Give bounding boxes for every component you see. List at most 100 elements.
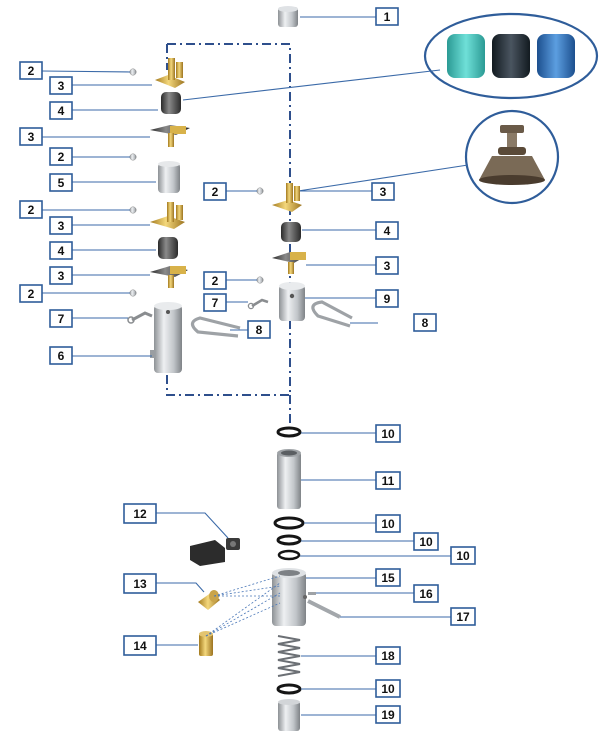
svg-text:8: 8 — [422, 316, 429, 330]
svg-text:2: 2 — [28, 287, 35, 301]
callout-3-c: 3 — [49, 216, 73, 235]
part-8-clip-b — [311, 300, 353, 328]
svg-text:6: 6 — [58, 349, 65, 363]
part-4-seal-b — [158, 237, 178, 259]
part-10-oring-e — [276, 683, 302, 695]
callout-14: 14 — [123, 635, 157, 656]
part-2-ball-c — [129, 206, 137, 214]
assembly-dash-outline — [166, 43, 291, 425]
callout-7-a: 7 — [49, 309, 73, 328]
part-2-ball-d — [129, 289, 137, 297]
callout-2-a: 2 — [19, 61, 43, 80]
part-3-valve-b — [150, 125, 190, 147]
callout-3-d: 3 — [49, 266, 73, 285]
svg-text:19: 19 — [381, 708, 395, 722]
callout-4-c: 4 — [375, 221, 399, 240]
part-2-ball-f — [256, 276, 264, 284]
part-6-housing — [150, 302, 182, 373]
callout-3-f: 3 — [375, 256, 399, 275]
callout-2-d: 2 — [19, 284, 43, 303]
svg-text:7: 7 — [212, 296, 219, 310]
svg-text:3: 3 — [28, 130, 35, 144]
callout-13: 13 — [123, 573, 157, 594]
part-8-clip-a — [190, 316, 241, 338]
svg-text:2: 2 — [212, 274, 219, 288]
part-14-fitting-b — [199, 631, 213, 656]
svg-text:15: 15 — [381, 571, 395, 585]
callout-4-a: 4 — [49, 101, 73, 120]
svg-text:12: 12 — [133, 507, 147, 521]
part-7-pin-b — [247, 298, 269, 310]
callout-11: 11 — [375, 471, 401, 490]
callout-1: 1 — [375, 7, 399, 26]
svg-text:9: 9 — [384, 292, 391, 306]
svg-text:2: 2 — [28, 203, 35, 217]
svg-text:13: 13 — [133, 577, 147, 591]
part-10-oring-b — [273, 516, 305, 530]
callout-8-b: 8 — [413, 313, 437, 332]
leader-seal-inset — [182, 69, 441, 101]
part-4-seal-c — [281, 222, 301, 242]
callout-10-d: 10 — [450, 546, 476, 565]
part-10-oring-d — [277, 549, 301, 561]
svg-text:2: 2 — [58, 150, 65, 164]
callout-17: 17 — [450, 607, 476, 626]
seal-color-options-icon — [423, 12, 599, 100]
svg-text:10: 10 — [381, 427, 395, 441]
svg-text:1: 1 — [384, 10, 391, 24]
svg-text:4: 4 — [384, 224, 391, 238]
part-9-valve-body — [279, 282, 305, 321]
part-15-pump-body — [272, 568, 307, 626]
callout-2-c: 2 — [19, 200, 43, 219]
svg-text:10: 10 — [381, 517, 395, 531]
part-10-oring-a — [276, 426, 302, 438]
part-1-cap — [278, 6, 298, 27]
part-7-pin-a — [127, 311, 153, 324]
svg-text:3: 3 — [58, 219, 65, 233]
part-10-oring-c — [276, 534, 302, 546]
part-11-sleeve — [277, 449, 301, 509]
svg-text:3: 3 — [384, 259, 391, 273]
part-3-valve-d — [150, 266, 188, 288]
leader-lines — [41, 16, 451, 716]
callout-7-b: 7 — [203, 293, 227, 312]
callout-3-e: 3 — [371, 182, 395, 201]
part-4-seal-a — [161, 92, 181, 114]
svg-text:10: 10 — [456, 549, 470, 563]
svg-text:7: 7 — [58, 312, 65, 326]
callout-10-e: 10 — [375, 679, 401, 698]
svg-text:8: 8 — [256, 323, 263, 337]
svg-text:17: 17 — [456, 610, 470, 624]
part-3-valve-f — [272, 252, 306, 274]
svg-text:3: 3 — [380, 185, 387, 199]
svg-text:2: 2 — [212, 185, 219, 199]
callout-3-b: 3 — [19, 127, 43, 146]
svg-text:18: 18 — [381, 649, 395, 663]
callout-19: 19 — [375, 705, 401, 724]
part-5-spacer — [158, 161, 180, 193]
svg-text:2: 2 — [28, 64, 35, 78]
part-12-bracket — [190, 538, 240, 566]
callout-2-b: 2 — [49, 147, 73, 166]
callout-10-b: 10 — [375, 514, 401, 533]
callout-12: 12 — [123, 503, 157, 524]
part-3-valve-c — [150, 202, 185, 229]
svg-text:16: 16 — [419, 587, 433, 601]
part-19-plug — [278, 699, 300, 731]
svg-text:4: 4 — [58, 244, 65, 258]
part-18-spring — [277, 635, 301, 677]
callout-10-a: 10 — [375, 424, 401, 443]
part-2-ball-e — [256, 187, 264, 195]
part-16-pin — [308, 592, 316, 595]
callout-6: 6 — [49, 346, 73, 365]
svg-text:3: 3 — [58, 269, 65, 283]
callout-15: 15 — [375, 568, 401, 587]
callout-4-b: 4 — [49, 241, 73, 260]
svg-text:10: 10 — [381, 682, 395, 696]
callout-2-e: 2 — [203, 182, 227, 201]
svg-text:10: 10 — [419, 535, 433, 549]
part-2-ball-a — [129, 68, 137, 76]
svg-text:5: 5 — [58, 176, 65, 190]
svg-text:4: 4 — [58, 104, 65, 118]
